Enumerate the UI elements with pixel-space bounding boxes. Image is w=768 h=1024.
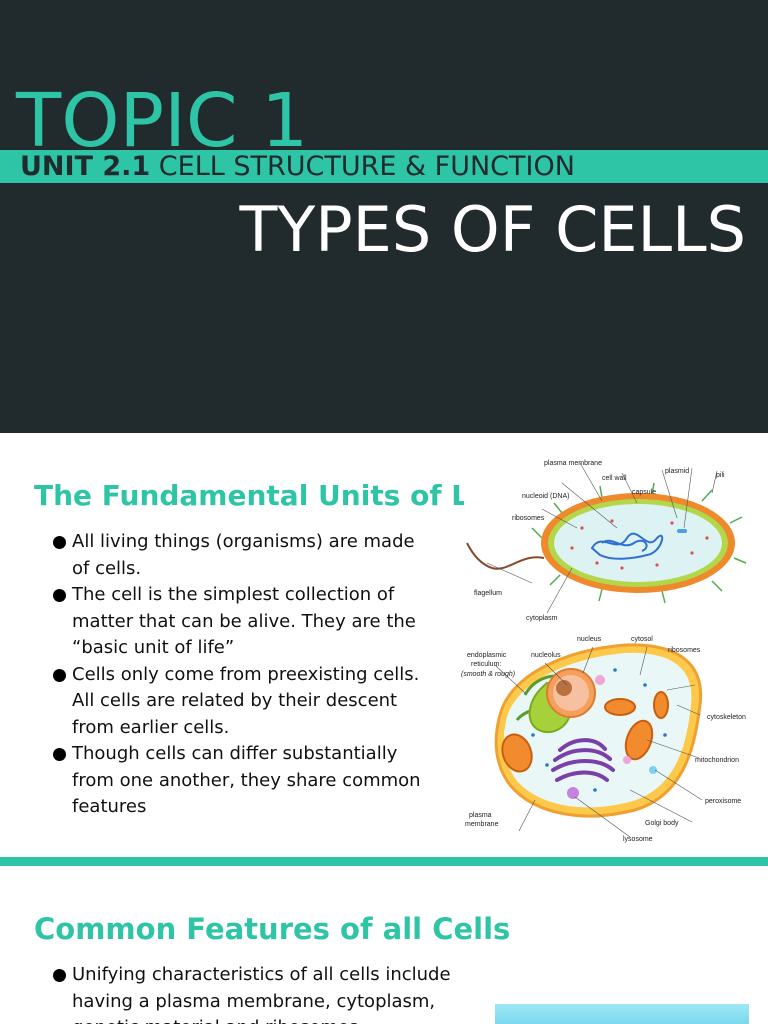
- section-title: The Fundamental Units of Life: [34, 479, 464, 512]
- bullet-list: Unifying characteristics of all cells in…: [43, 962, 493, 1024]
- topic-heading: TOPIC 1: [16, 78, 309, 164]
- prokaryotic-cell-diagram: plasma membrane cell wall plasmid pili n…: [466, 460, 747, 622]
- common-features-slide: Common Features of all Cells Unifying ch…: [0, 866, 768, 1024]
- label-cytosol: cytosol: [631, 636, 653, 643]
- label-pm-line1: plasma: [469, 812, 492, 819]
- list-item: The cell is the simplest collection of m…: [43, 582, 433, 662]
- title-slide: TOPIC 1 UNIT 2.1 CELL STRUCTURE & FUNCTI…: [0, 0, 768, 433]
- unit-subtitle: UNIT 2.1 CELL STRUCTURE & FUNCTION: [20, 151, 575, 182]
- list-item: Cells only come from preexisting cells. …: [43, 662, 433, 742]
- slide-title: TYPES OF CELLS: [239, 193, 746, 266]
- label-ribosomes: ribosomes: [512, 515, 545, 522]
- unit-number: UNIT 2.1: [20, 151, 151, 182]
- label-mitochondrion: mitochondrion: [695, 757, 739, 764]
- label-nucleus: nucleus: [577, 636, 602, 643]
- label-er-line2: reticulum:: [471, 661, 501, 668]
- label-flagellum: flagellum: [474, 590, 502, 597]
- list-item: All living things (organisms) are made o…: [43, 529, 433, 582]
- label-lysosome: lysosome: [623, 836, 653, 843]
- bullet-list: All living things (organisms) are made o…: [43, 529, 433, 821]
- label-pili: pili: [716, 472, 725, 479]
- section-divider: [0, 857, 768, 866]
- label-peroxisome: peroxisome: [705, 798, 741, 805]
- fundamental-units-slide: The Fundamental Units of Life All living…: [0, 433, 768, 857]
- label-plasma-membrane: plasma membrane: [544, 460, 602, 467]
- section-title: Common Features of all Cells: [34, 912, 511, 946]
- label-nucleoid: nucleoid (DNA): [522, 493, 569, 500]
- label-golgi: Golgi body: [645, 820, 679, 827]
- list-item: Though cells can differ substantially fr…: [43, 741, 433, 821]
- label-er-line1: endoplasmic: [467, 652, 507, 659]
- cell-image-partial: [495, 1004, 749, 1024]
- label-capsule: capsule: [632, 489, 656, 496]
- label-nucleolus: nucleolus: [531, 652, 561, 659]
- accent-band: [0, 150, 768, 183]
- label-cytoplasm: cytoplasm: [526, 615, 558, 622]
- label-cell-wall: cell wall: [602, 475, 627, 482]
- unit-name: CELL STRUCTURE & FUNCTION: [150, 151, 575, 182]
- label-cytoskeleton: cytoskeleton: [707, 714, 746, 721]
- label-animal-ribosomes: ribosomes: [668, 647, 701, 654]
- label-plasmid: plasmid: [665, 468, 689, 475]
- list-item: Unifying characteristics of all cells in…: [43, 962, 493, 1024]
- animal-cell-diagram: nucleus cytosol nucleolus ribosomes endo…: [461, 636, 746, 843]
- label-er-line3: (smooth & rough): [461, 671, 515, 678]
- label-pm-line2: membrane: [465, 821, 499, 828]
